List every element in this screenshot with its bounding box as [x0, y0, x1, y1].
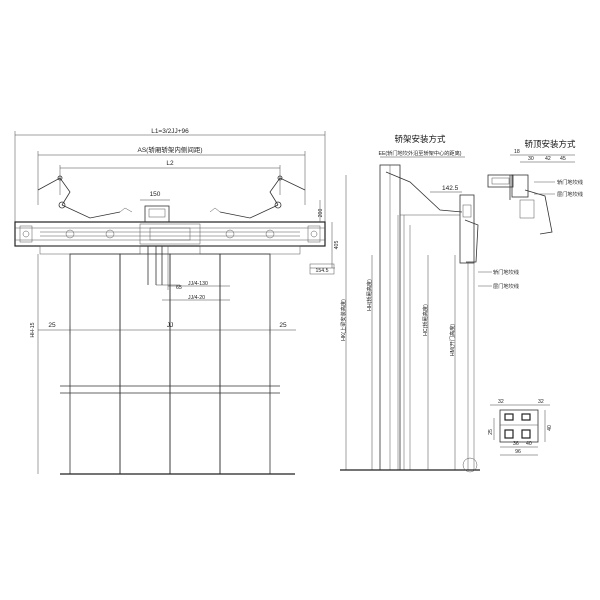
top-sill-car-label: 轿门地坎线: [557, 178, 583, 186]
dim-left-25: 25: [48, 322, 56, 329]
side-view-title: 轿架安装方式: [394, 134, 446, 144]
top-dim-2: 42: [545, 156, 551, 162]
dim-jj: JJ: [167, 322, 174, 329]
dim-405: 405: [334, 241, 340, 250]
overall-width-label: L1=3/2JJ+96: [151, 128, 189, 135]
top-mount-title: 轿顶安装方式: [524, 139, 576, 149]
front-view: L1=3/2JJ+96 AS(轿厢轿架内侧间距) L2 150: [14, 128, 340, 475]
dim-right-25: 25: [279, 322, 287, 329]
top-dim-0: 18: [514, 149, 520, 155]
side-sill-car-label: 轿门地坎线: [493, 268, 519, 276]
sill-dim-25: 25: [488, 429, 494, 435]
top-sill-hall-label: 层门地坎线: [557, 190, 583, 198]
sill-dim-32-right: 32: [538, 399, 544, 405]
sill-dim-96: 96: [515, 449, 521, 455]
sill-dim-40b: 40: [526, 441, 532, 447]
dim-154-5: 154.5: [316, 268, 329, 274]
hk-label: HK(上梁安装高度): [339, 299, 347, 341]
sill-dim-32-left: 32: [498, 399, 504, 405]
hh-label: HH(轿厢高度): [365, 279, 373, 311]
dim-jj-20: JJ/4-20: [188, 295, 205, 301]
hc-label: HC(轿厢高度): [421, 304, 429, 336]
top-dim-1: 30: [528, 156, 534, 162]
dim-200: 200: [318, 209, 324, 218]
top-mount-view: 轿顶安装方式 18 30 42 45 轿门地坎线 层门地坎线: [487, 139, 583, 235]
dim-150: 150: [150, 191, 161, 198]
ee-label: EE(轿门地坎外沿至轿架中心的距离): [378, 149, 461, 157]
dim-65: 65: [176, 285, 182, 291]
l2-label: L2: [166, 160, 174, 167]
dim-hh-15: HH-15: [30, 322, 36, 337]
hm-label: HM(开门高度): [448, 324, 456, 357]
sill-dim-40: 40: [547, 425, 553, 431]
dim-142-5: 142.5: [442, 185, 459, 192]
as-label: AS(轿厢轿架内侧间距): [138, 145, 203, 154]
side-sill-hall-label: 层门地坎线: [493, 282, 519, 290]
sill-dim-36: 36: [513, 441, 519, 447]
side-view: 轿架安装方式 EE(轿门地坎外沿至轿架中心的距离) 142.5 HK(上梁安装高…: [339, 134, 519, 473]
sill-detail-view: 32 32 25 40 36 40 96: [488, 399, 553, 456]
dim-jj-130: JJ/4-130: [188, 281, 208, 287]
top-dim-3: 45: [560, 156, 566, 162]
